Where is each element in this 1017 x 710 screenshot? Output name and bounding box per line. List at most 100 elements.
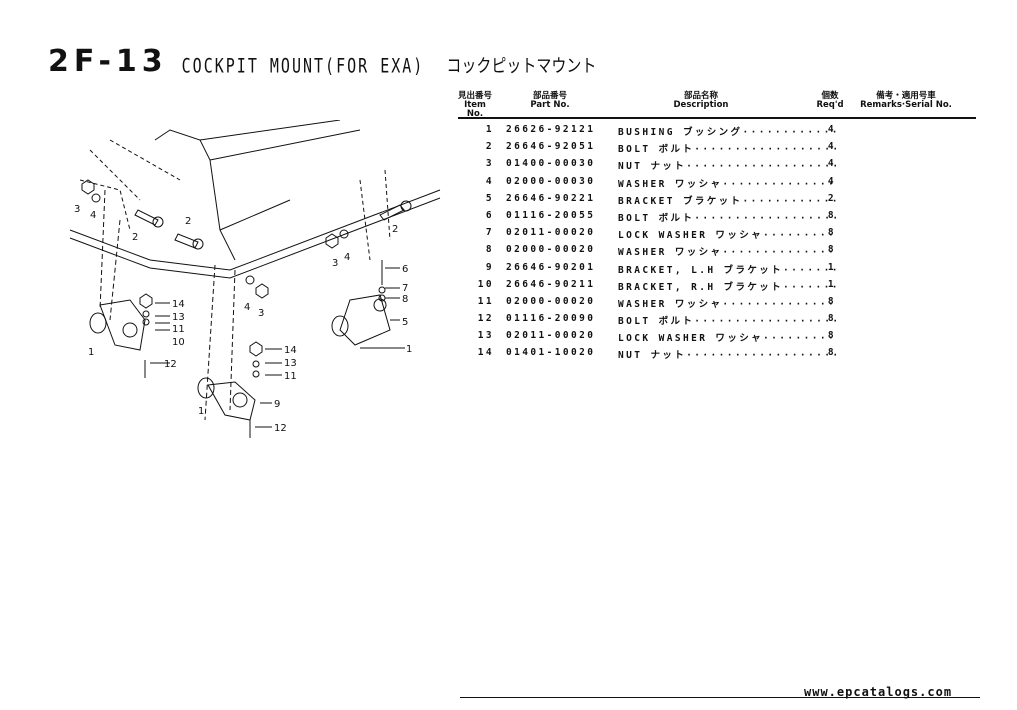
cell-part-no: 01400-00030 [506,158,596,170]
svg-text:3: 3 [332,258,338,269]
svg-text:4: 4 [90,210,96,221]
table-row: 8 02000-00020 WASHER ワッシャ·················… [458,242,976,259]
svg-text:1: 1 [406,344,412,355]
header-remarks: 備考・適用号車 Remarks·Serial No. [860,91,952,110]
cell-qty: 4 [827,175,836,187]
table-row: 12 01116-20090 BOLT ボルト···················… [458,311,976,328]
table-body: 1 26626-92121 BUSHING ブッシング···············… [458,122,976,363]
cell-qty: 8 [827,330,836,342]
cell-item: 12 [477,313,494,325]
cell-part-no: 26626-92121 [506,124,596,135]
cell-qty: 8 [827,347,836,359]
bracket-left-icon [99,299,146,351]
cell-qty: 8 [827,209,836,221]
cell-part-no: 02000-00020 [506,244,596,256]
cell-part-no: 02011-00020 [506,227,596,239]
cell-qty: 4 [827,124,836,135]
cell-description: BRACKET ブラケット···························… [618,195,836,207]
cell-item: 7 [485,227,494,239]
svg-text:7: 7 [402,283,408,294]
cell-description: BRACKET, L.H ブラケット······················… [618,264,836,276]
page-header: 2F-13 COCKPIT MOUNT(FOR EXA) コックピットマウント [48,44,596,79]
cell-part-no: 01116-20055 [506,209,596,221]
svg-text:2: 2 [392,224,398,235]
parts-table: 見出番号 Item No. 部品番号 Part No. 部品名称 Descrip… [458,92,976,363]
cell-part-no: 02011-00020 [506,330,596,342]
footer-rule [460,697,980,698]
svg-text:2: 2 [185,216,191,227]
svg-text:12: 12 [274,423,287,434]
svg-text:3: 3 [74,204,80,215]
bracket-center-icon [207,381,256,421]
cell-description: NUT ナット·································… [618,161,836,173]
table-row: 10 26646-90211 BRACKET, R.H ブラケット·········… [458,277,976,294]
cell-description: BOLT ボルト································… [618,212,836,224]
cell-item: 2 [485,141,494,153]
svg-text:4: 4 [244,302,250,313]
table-row: 3 01400-00030 NUT ナット·····················… [458,156,976,173]
washer-icon [91,193,101,203]
svg-text:4: 4 [344,252,350,263]
cell-item: 14 [477,347,494,359]
svg-text:2: 2 [132,232,138,243]
cell-description: WASHER ワッシャ·····························… [618,247,836,259]
cell-qty: 8 [827,227,836,239]
cell-description: BUSHING ブッシング···························… [618,127,836,138]
svg-text:13: 13 [172,312,185,323]
svg-text:11: 11 [172,324,185,335]
cell-item: 5 [485,192,494,204]
cell-part-no: 26646-90201 [506,261,596,273]
cell-qty: 2 [827,192,836,204]
cell-description: BOLT ボルト································… [618,144,836,156]
footer-link[interactable]: www.epcatalogs.com [804,685,953,699]
cell-part-no: 26646-90211 [506,278,596,290]
svg-text:11: 11 [284,371,297,382]
table-row: 1 26626-92121 BUSHING ブッシング···············… [458,122,976,139]
svg-text:6: 6 [402,264,408,275]
bracket-right-icon [339,294,391,346]
svg-text:3: 3 [258,308,264,319]
cell-description: LOCK WASHER ワッシャ························… [618,333,836,345]
nut-icon [81,179,95,195]
cell-qty: 8 [827,244,836,256]
svg-text:14: 14 [284,345,297,356]
svg-text:1: 1 [198,406,204,417]
svg-text:1: 1 [88,347,94,358]
cell-description: BRACKET, R.H ブラケット······················… [618,281,836,293]
frame-edge-icon [69,189,441,271]
page-code: 2F-13 [48,44,168,79]
table-row: 9 26646-90201 BRACKET, L.H ブラケット··········… [458,260,976,277]
table-row: 2 26646-92051 BOLT ボルト····················… [458,139,976,156]
page-title-jp: コックピットマウント [446,55,597,77]
cell-item: 3 [485,158,494,170]
svg-text:5: 5 [402,317,408,328]
header-description: 部品名称 Description [673,91,729,110]
cell-item: 13 [477,330,494,342]
cell-description: WASHER ワッシャ·····························… [618,298,836,310]
cell-item: 8 [485,244,494,256]
svg-text:8: 8 [402,294,408,305]
cell-item: 9 [485,261,494,273]
cell-qty: 1 [827,261,836,273]
cell-description: BOLT ボルト································… [618,316,836,328]
svg-text:13: 13 [284,358,297,369]
cell-item: 1 [485,124,494,135]
cell-part-no: 26646-90221 [506,192,596,204]
cell-item: 10 [477,278,494,290]
svg-text:10: 10 [172,337,185,348]
cell-part-no: 26646-92051 [506,141,596,153]
cockpit-pillar-icon [154,129,236,261]
cell-item: 11 [477,295,494,307]
svg-text:12: 12 [164,359,177,370]
page-title-en: COCKPIT MOUNT(FOR EXA) [181,54,425,78]
svg-text:9: 9 [274,399,280,410]
header-part: 部品番号 Part No. [530,91,570,110]
header-reqd: 個数 Req'd [816,91,844,110]
cell-part-no: 01116-20090 [506,313,596,325]
